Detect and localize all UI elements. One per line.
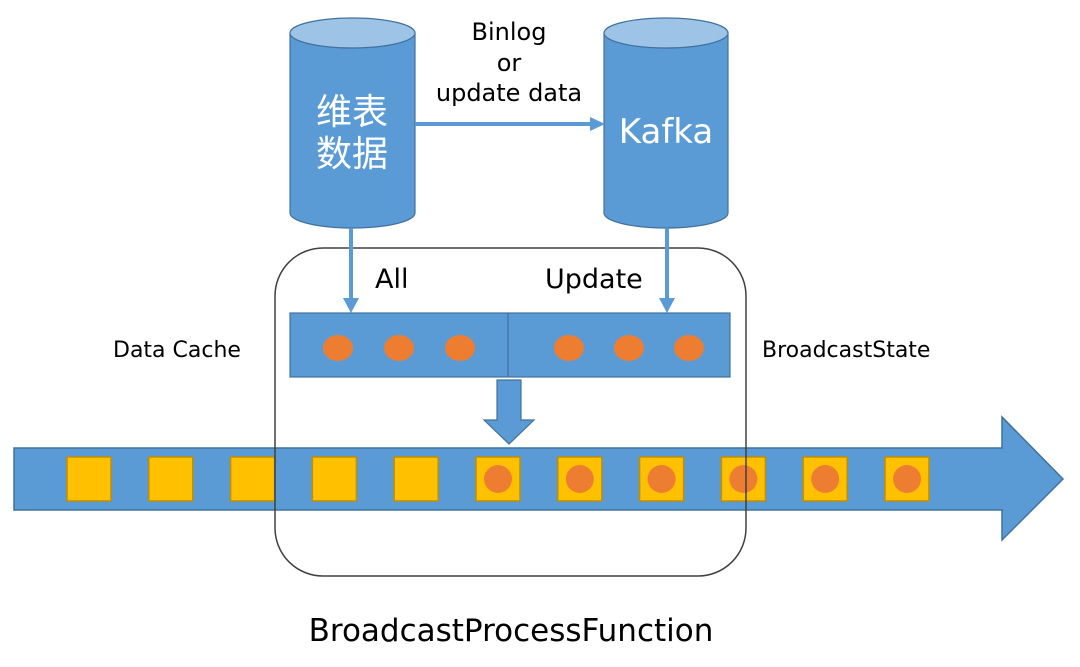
stream-elements (66, 456, 930, 502)
transfer-label-line1: Binlog (472, 18, 547, 46)
cache-item-all (384, 335, 414, 361)
update-label: Update (545, 264, 643, 295)
all-arrow (343, 228, 359, 313)
kafka-label: Kafka (619, 112, 713, 152)
stream-element-enrichment-dot (565, 465, 594, 493)
merge-arrow (482, 379, 536, 445)
transfer-label-line2: or (497, 49, 522, 77)
data-cache-label: Data Cache (113, 338, 241, 363)
stream-element-enrichment-dot (484, 465, 512, 493)
stream-element-enrichment-dot (893, 465, 921, 493)
binlog-arrow (415, 117, 605, 131)
dimension-table-label-line1: 维表 (316, 92, 388, 133)
cache-item-update (554, 335, 584, 361)
cache-items (323, 335, 704, 361)
stream-element-plain (311, 456, 358, 502)
cache-item-update (614, 335, 644, 361)
dimension-table-label-line2: 数据 (316, 134, 388, 175)
stream-element-enriched (884, 456, 930, 502)
stream-element-plain (148, 456, 194, 502)
cache-bar (289, 312, 731, 378)
cache-item-all (445, 335, 475, 361)
all-label: All (375, 264, 408, 295)
dimension-table-cylinder: 维表 数据 (289, 17, 416, 229)
broadcast-process-function-frame (274, 247, 747, 577)
broadcast-state-label: BroadcastState (762, 338, 930, 363)
diagram-title: BroadcastProcessFunction (309, 613, 714, 649)
stream-arrow (13, 415, 1065, 542)
cache-item-update (674, 335, 704, 361)
stream-element-enrichment-dot (729, 465, 758, 493)
stream-element-plain (66, 456, 112, 502)
cache-item-all (323, 335, 353, 361)
stream-element-enrichment-dot (647, 465, 676, 493)
kafka-cylinder: Kafka (603, 17, 729, 229)
transfer-label-line3: update data (436, 79, 582, 107)
stream-element-plain (229, 456, 276, 502)
stream-element-enrichment-dot (811, 465, 840, 493)
stream-element-plain (393, 456, 439, 502)
update-arrow (659, 228, 675, 313)
